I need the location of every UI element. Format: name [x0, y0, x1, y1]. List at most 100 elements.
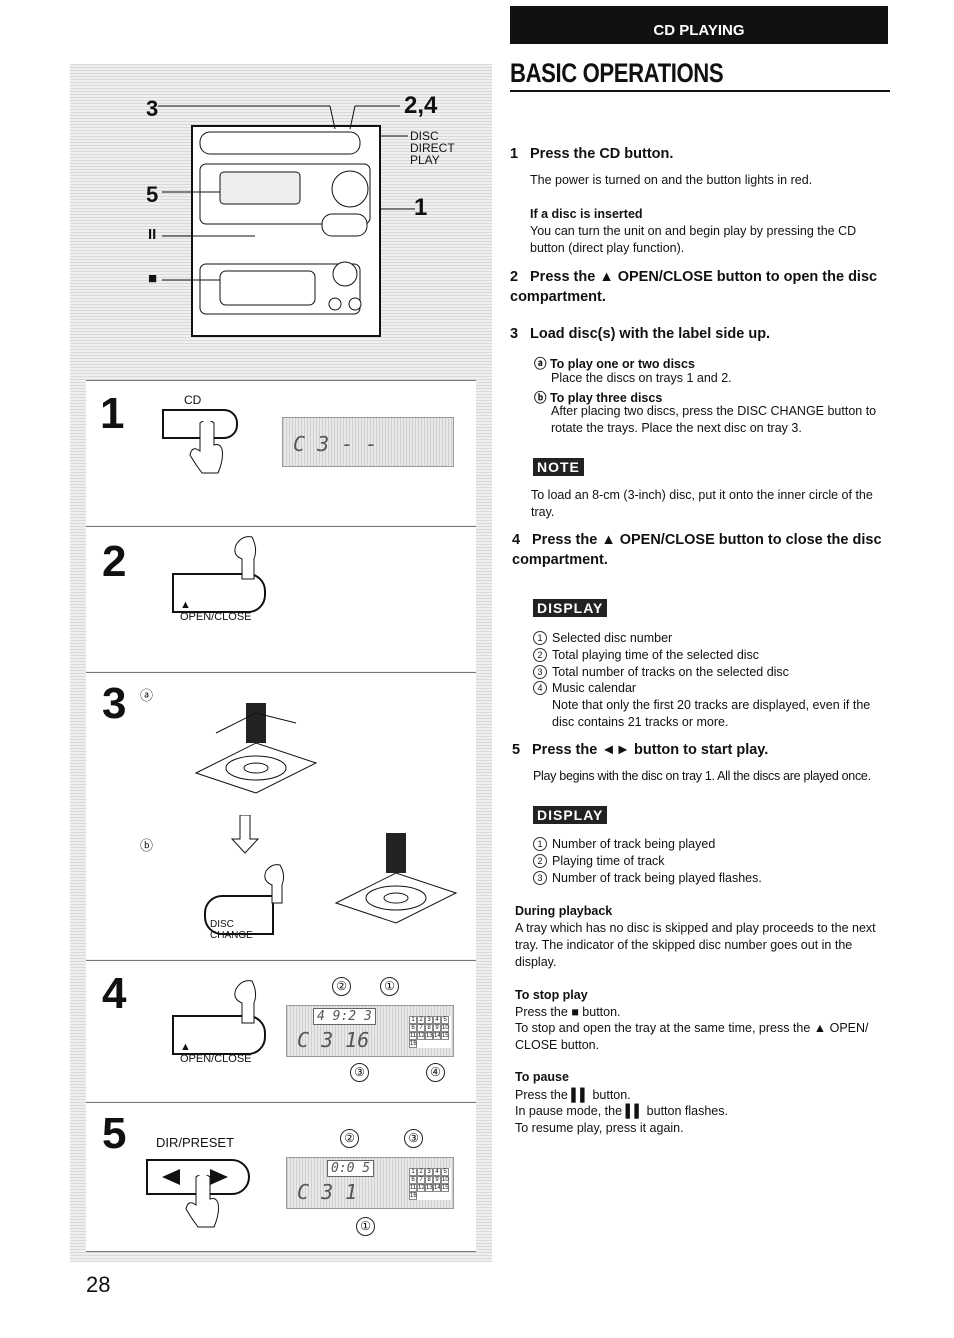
item-text: Music calendar [552, 681, 637, 695]
label-a: ⓐ [140, 688, 154, 703]
title-rule [510, 90, 890, 92]
step-title: Press the CD button. [530, 146, 674, 162]
if-disc-inserted-body: You can turn the unit on and begin play … [530, 224, 857, 255]
step-5-body: Play begins with the disc on tray 1. All… [533, 769, 871, 783]
callout-2-4: 2,4 [404, 92, 438, 119]
section-header-bar: CD PLAYING [510, 6, 888, 44]
during-playback-body: A tray which has no disc is skipped and … [515, 921, 876, 969]
stop-play-heading: To stop play [515, 988, 588, 1002]
lcd-time: 0:0 5 [327, 1160, 375, 1177]
calendar-note: Note that only the first 20 tracks are d… [552, 698, 871, 729]
step-2-panel: 2 ▲ OPEN/CLOSE [86, 526, 476, 671]
item-number: 4 [533, 681, 547, 695]
calendar-cell: 1 [409, 1168, 417, 1176]
calendar-cell: 14 [433, 1032, 441, 1040]
disc-tray-loading-illustration [194, 703, 318, 794]
arrow-down-icon [230, 815, 260, 854]
calendar-cell: 6 [409, 1024, 417, 1032]
pressing-hand-icon [234, 980, 257, 1024]
music-calendar: 1 2 3 4 5 6 7 8 9 10 11 12 13 14 15 16 [409, 1168, 451, 1200]
calendar-cell: 7 [417, 1176, 425, 1184]
calendar-cell: 8 [425, 1176, 433, 1184]
step-number: 1 [510, 146, 519, 162]
calendar-cell: 15 [441, 1032, 449, 1040]
cd-button-label: CD [184, 393, 202, 407]
callout-5: 5 [146, 182, 159, 207]
section-title: CD PLAYING [653, 22, 745, 39]
step-number: 3 [510, 326, 519, 342]
item-text: Total playing time of the selected disc [552, 648, 760, 662]
pressing-hand-icon [189, 421, 223, 474]
item-text: Playing time of track [552, 854, 665, 868]
open-close-button: ▲ OPEN/CLOSE [172, 1015, 266, 1065]
calendar-cell: 7 [417, 1024, 425, 1032]
calendar-cell: 13 [425, 1184, 433, 1192]
calendar-cell: 9 [433, 1024, 441, 1032]
open-close-button: ▲ OPEN/CLOSE [172, 573, 266, 623]
dir-preset-label: DIR/PRESET [156, 1135, 235, 1150]
step-1-body: The power is turned on and the button li… [530, 173, 813, 187]
calendar-cell: 8 [425, 1024, 433, 1032]
step-3-panel: 3 ⓐ ⓑ DISC CHANGE [86, 672, 476, 959]
display-tag: DISPLAY [533, 599, 608, 617]
disc-tray-loading-illustration [334, 833, 458, 924]
calendar-cell: 10 [441, 1024, 449, 1032]
calendar-cell: 13 [425, 1032, 433, 1040]
calendar-cell: 14 [433, 1184, 441, 1192]
open-close-label: ▲ OPEN/CLOSE [180, 599, 252, 623]
note-tag: NOTE [533, 458, 584, 476]
callout-1: 1 [414, 194, 428, 221]
page-title: BASIC OPERATIONS [510, 58, 724, 88]
step-number: 2 [102, 537, 127, 586]
calendar-cell: 4 [433, 1016, 441, 1024]
step-number: 5 [512, 742, 521, 758]
step-5-panel: 5 DIR/PRESET ② ③ 0:0 5 C 3 1 1 2 3 4 5 6… [86, 1102, 476, 1252]
item-number: 2 [533, 854, 547, 868]
lcd-time: 4 9:2 3 [313, 1008, 376, 1025]
step-5-heading: 5 Press the ◄► button to start play. [512, 740, 768, 760]
pause-line-1: Press the ▌▌ button. [515, 1088, 631, 1102]
calendar-cell: 5 [441, 1016, 449, 1024]
item-text: Number of track being played [552, 837, 716, 851]
stop-symbol: ■ [148, 270, 158, 287]
lcd-main: C 3 1 [297, 1180, 358, 1204]
pressing-hand-icon [185, 1175, 219, 1228]
callout-1: ① [380, 977, 399, 996]
callout-3: ③ [404, 1129, 423, 1148]
calendar-cell: 2 [417, 1016, 425, 1024]
step-number: 3 [102, 679, 127, 728]
callout-2: ② [340, 1129, 359, 1148]
calendar-cell: 9 [433, 1176, 441, 1184]
page-number: 28 [86, 1272, 111, 1297]
calendar-cell: 1 [409, 1016, 417, 1024]
stop-play-line-2: To stop and open the tray at the same ti… [515, 1021, 869, 1052]
calendar-cell: 16 [409, 1192, 417, 1200]
disc-change-button: DISC CHANGE [204, 895, 274, 941]
callout-3: 3 [146, 96, 159, 121]
step-1-heading: 1 Press the CD button. [510, 144, 673, 164]
disc-direct-play-label: DISC DIRECT PLAY [410, 129, 455, 167]
during-playback-heading: During playback [515, 904, 613, 918]
pause-symbol: II [148, 226, 157, 243]
step-4-panel: 4 ▲ OPEN/CLOSE ② ① 4 9:2 3 C 3 16 1 2 3 … [86, 960, 476, 1101]
calendar-cell: 15 [441, 1184, 449, 1192]
lcd-display: 4 9:2 3 C 3 16 1 2 3 4 5 6 7 8 9 10 11 1… [286, 1005, 454, 1057]
step-number: 4 [512, 532, 521, 548]
illustration-column: 3 2,4 5 1 II ■ DISC DIRECT PLAY 1 CD C 3… [70, 64, 492, 1262]
item-number: 3 [533, 665, 547, 679]
callout-4: ④ [426, 1063, 445, 1082]
calendar-cell: 12 [417, 1184, 425, 1192]
step-title: Press the ▲ OPEN/CLOSE button to open th… [510, 269, 878, 305]
calendar-cell: 6 [409, 1176, 417, 1184]
calendar-cell: 3 [425, 1016, 433, 1024]
if-disc-inserted-heading: If a disc is inserted [530, 207, 643, 221]
music-calendar: 1 2 3 4 5 6 7 8 9 10 11 12 13 14 15 16 [409, 1016, 451, 1048]
play-three-body: After placing two discs, press the DISC … [551, 404, 877, 435]
step-title: Press the ◄► button to start play. [532, 742, 769, 758]
